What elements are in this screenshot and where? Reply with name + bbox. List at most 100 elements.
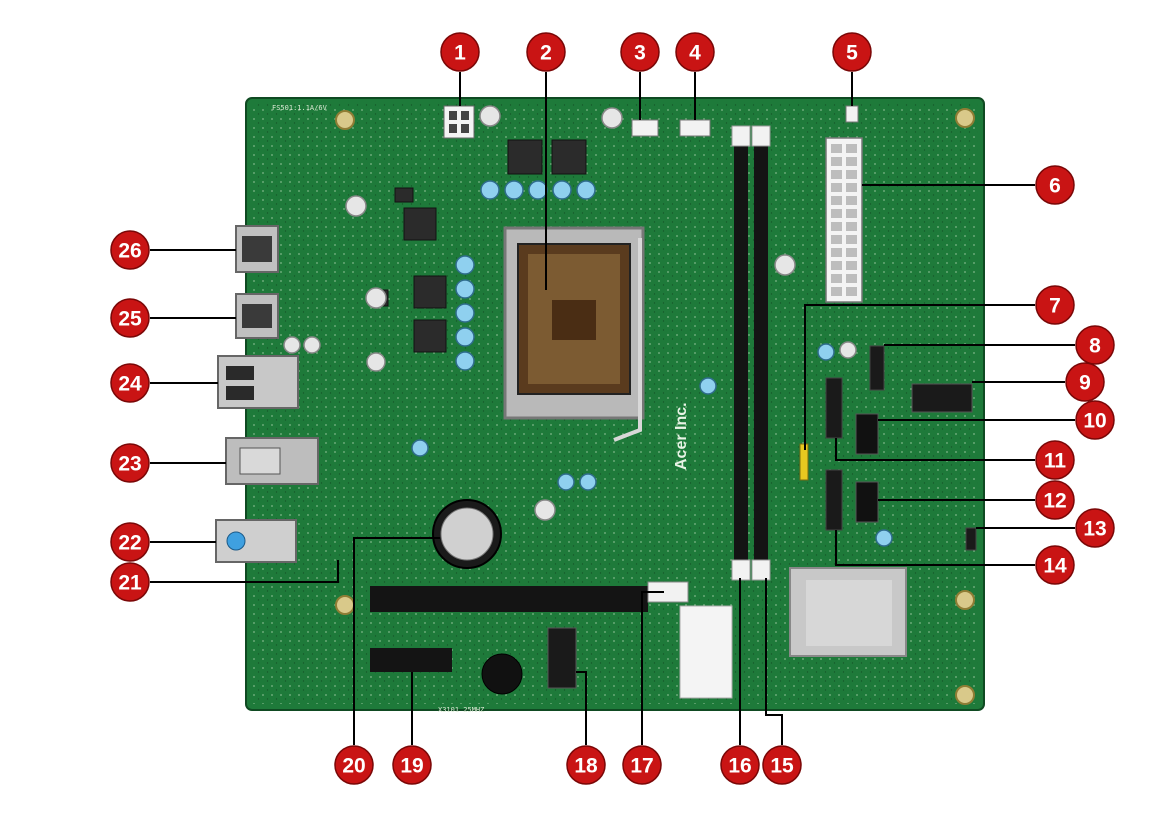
callout-badge-4 bbox=[675, 32, 715, 72]
silk-bottom-label: X3101 25MHZ bbox=[438, 706, 484, 714]
callout-badge-8 bbox=[1075, 325, 1115, 365]
callout-badge-16 bbox=[720, 745, 760, 785]
fan-header-3 bbox=[631, 119, 659, 137]
cmos-battery-cell bbox=[440, 507, 494, 561]
callout-marker-4: 4 bbox=[675, 32, 715, 72]
callout-number-13: 13 bbox=[1083, 518, 1106, 541]
callout-badge-3 bbox=[620, 32, 660, 72]
pcie-x1-slot bbox=[370, 648, 452, 672]
callout-number-20: 20 bbox=[342, 755, 365, 778]
callout-number-23: 23 bbox=[118, 453, 141, 476]
cpu-power-pins bbox=[449, 111, 469, 133]
callout-number-14: 14 bbox=[1043, 555, 1067, 578]
callout-badge-23 bbox=[110, 443, 150, 483]
callout-number-7: 7 bbox=[1049, 295, 1061, 318]
pin-header-11 bbox=[825, 377, 843, 439]
callout-badge-13 bbox=[1075, 508, 1115, 548]
electrolytic-capacitors bbox=[283, 105, 857, 521]
atx-pins bbox=[831, 144, 857, 296]
rear-io-26 bbox=[235, 225, 279, 273]
callout-badge-24 bbox=[110, 363, 150, 403]
callout-marker-12: 12 bbox=[1035, 480, 1075, 520]
callout-number-2: 2 bbox=[540, 42, 552, 65]
rear-io-25 bbox=[235, 293, 279, 339]
callout-number-10: 10 bbox=[1083, 410, 1106, 433]
leader-line-11 bbox=[835, 438, 1035, 461]
callout-badge-15 bbox=[762, 745, 802, 785]
brand-label: Acer Inc. bbox=[673, 402, 690, 470]
callout-badge-9 bbox=[1065, 362, 1105, 402]
callout-badge-14 bbox=[1035, 545, 1075, 585]
callout-badge-1 bbox=[440, 32, 480, 72]
callout-number-4: 4 bbox=[689, 42, 701, 65]
m2-key-slot-9 bbox=[911, 383, 973, 413]
pin-header-8 bbox=[869, 345, 885, 391]
callout-number-6: 6 bbox=[1049, 175, 1061, 198]
callout-badge-19 bbox=[392, 745, 432, 785]
pin-header-14 bbox=[825, 469, 843, 531]
dimm-slot-2 bbox=[754, 142, 768, 578]
callout-marker-21: 21 bbox=[110, 562, 150, 602]
callout-badge-11 bbox=[1035, 440, 1075, 480]
callout-number-19: 19 bbox=[400, 755, 423, 778]
mounting-holes bbox=[335, 108, 975, 705]
callout-number-11: 11 bbox=[1044, 450, 1067, 473]
callout-marker-5: 5 bbox=[832, 32, 872, 72]
callout-badge-7 bbox=[1035, 285, 1075, 325]
header-5 bbox=[845, 105, 859, 123]
callout-marker-23: 23 bbox=[110, 443, 150, 483]
callout-number-25: 25 bbox=[118, 308, 142, 331]
rear-io-24 bbox=[217, 355, 299, 409]
callout-marker-26: 26 bbox=[110, 230, 150, 270]
leader-line-21 bbox=[150, 560, 339, 583]
m2-slot-18 bbox=[547, 627, 577, 689]
dimm-slot-1 bbox=[734, 142, 748, 578]
callout-badge-20 bbox=[334, 745, 374, 785]
callout-marker-8: 8 bbox=[1075, 325, 1115, 365]
leader-line-20 bbox=[353, 537, 440, 745]
callout-number-1: 1 bbox=[454, 42, 466, 65]
callout-badge-22 bbox=[110, 522, 150, 562]
callout-marker-17: 17 bbox=[622, 745, 662, 785]
callout-badge-26 bbox=[110, 230, 150, 270]
callout-marker-11: 11 bbox=[1035, 440, 1075, 480]
callout-badge-21 bbox=[110, 562, 150, 602]
callout-badge-2 bbox=[526, 32, 566, 72]
callout-number-16: 16 bbox=[728, 755, 751, 778]
callout-badge-10 bbox=[1075, 400, 1115, 440]
callout-badge-18 bbox=[566, 745, 606, 785]
callout-marker-16: 16 bbox=[720, 745, 760, 785]
callout-number-5: 5 bbox=[846, 42, 858, 65]
callout-marker-3: 3 bbox=[620, 32, 660, 72]
dimm-latches bbox=[731, 125, 771, 581]
leader-line-7 bbox=[804, 304, 1035, 450]
buzzer bbox=[481, 653, 523, 695]
callout-number-3: 3 bbox=[634, 42, 646, 65]
callout-number-8: 8 bbox=[1089, 335, 1101, 358]
rear-io-23 bbox=[225, 437, 319, 485]
cpu-socket-center bbox=[552, 300, 596, 340]
leader-lines bbox=[150, 72, 1075, 745]
callout-marker-15: 15 bbox=[762, 745, 802, 785]
callout-number-21: 21 bbox=[118, 572, 142, 595]
callout-marker-25: 25 bbox=[110, 298, 150, 338]
callout-marker-14: 14 bbox=[1035, 545, 1075, 585]
callout-number-26: 26 bbox=[118, 240, 141, 263]
capacitors bbox=[411, 180, 893, 547]
sata-connector-10 bbox=[855, 413, 879, 455]
callout-number-9: 9 bbox=[1079, 372, 1091, 395]
callout-number-24: 24 bbox=[118, 373, 142, 396]
leader-line-18 bbox=[576, 671, 587, 745]
cpu-power-connector bbox=[443, 105, 475, 139]
header-13 bbox=[965, 527, 977, 551]
leader-line-17 bbox=[641, 591, 664, 745]
callout-number-18: 18 bbox=[574, 755, 598, 778]
callout-marker-19: 19 bbox=[392, 745, 432, 785]
callout-badge-5 bbox=[832, 32, 872, 72]
fan-header-4 bbox=[679, 119, 711, 137]
callout-badge-17 bbox=[622, 745, 662, 785]
callout-marker-24: 24 bbox=[110, 363, 150, 403]
callout-marker-10: 10 bbox=[1075, 400, 1115, 440]
